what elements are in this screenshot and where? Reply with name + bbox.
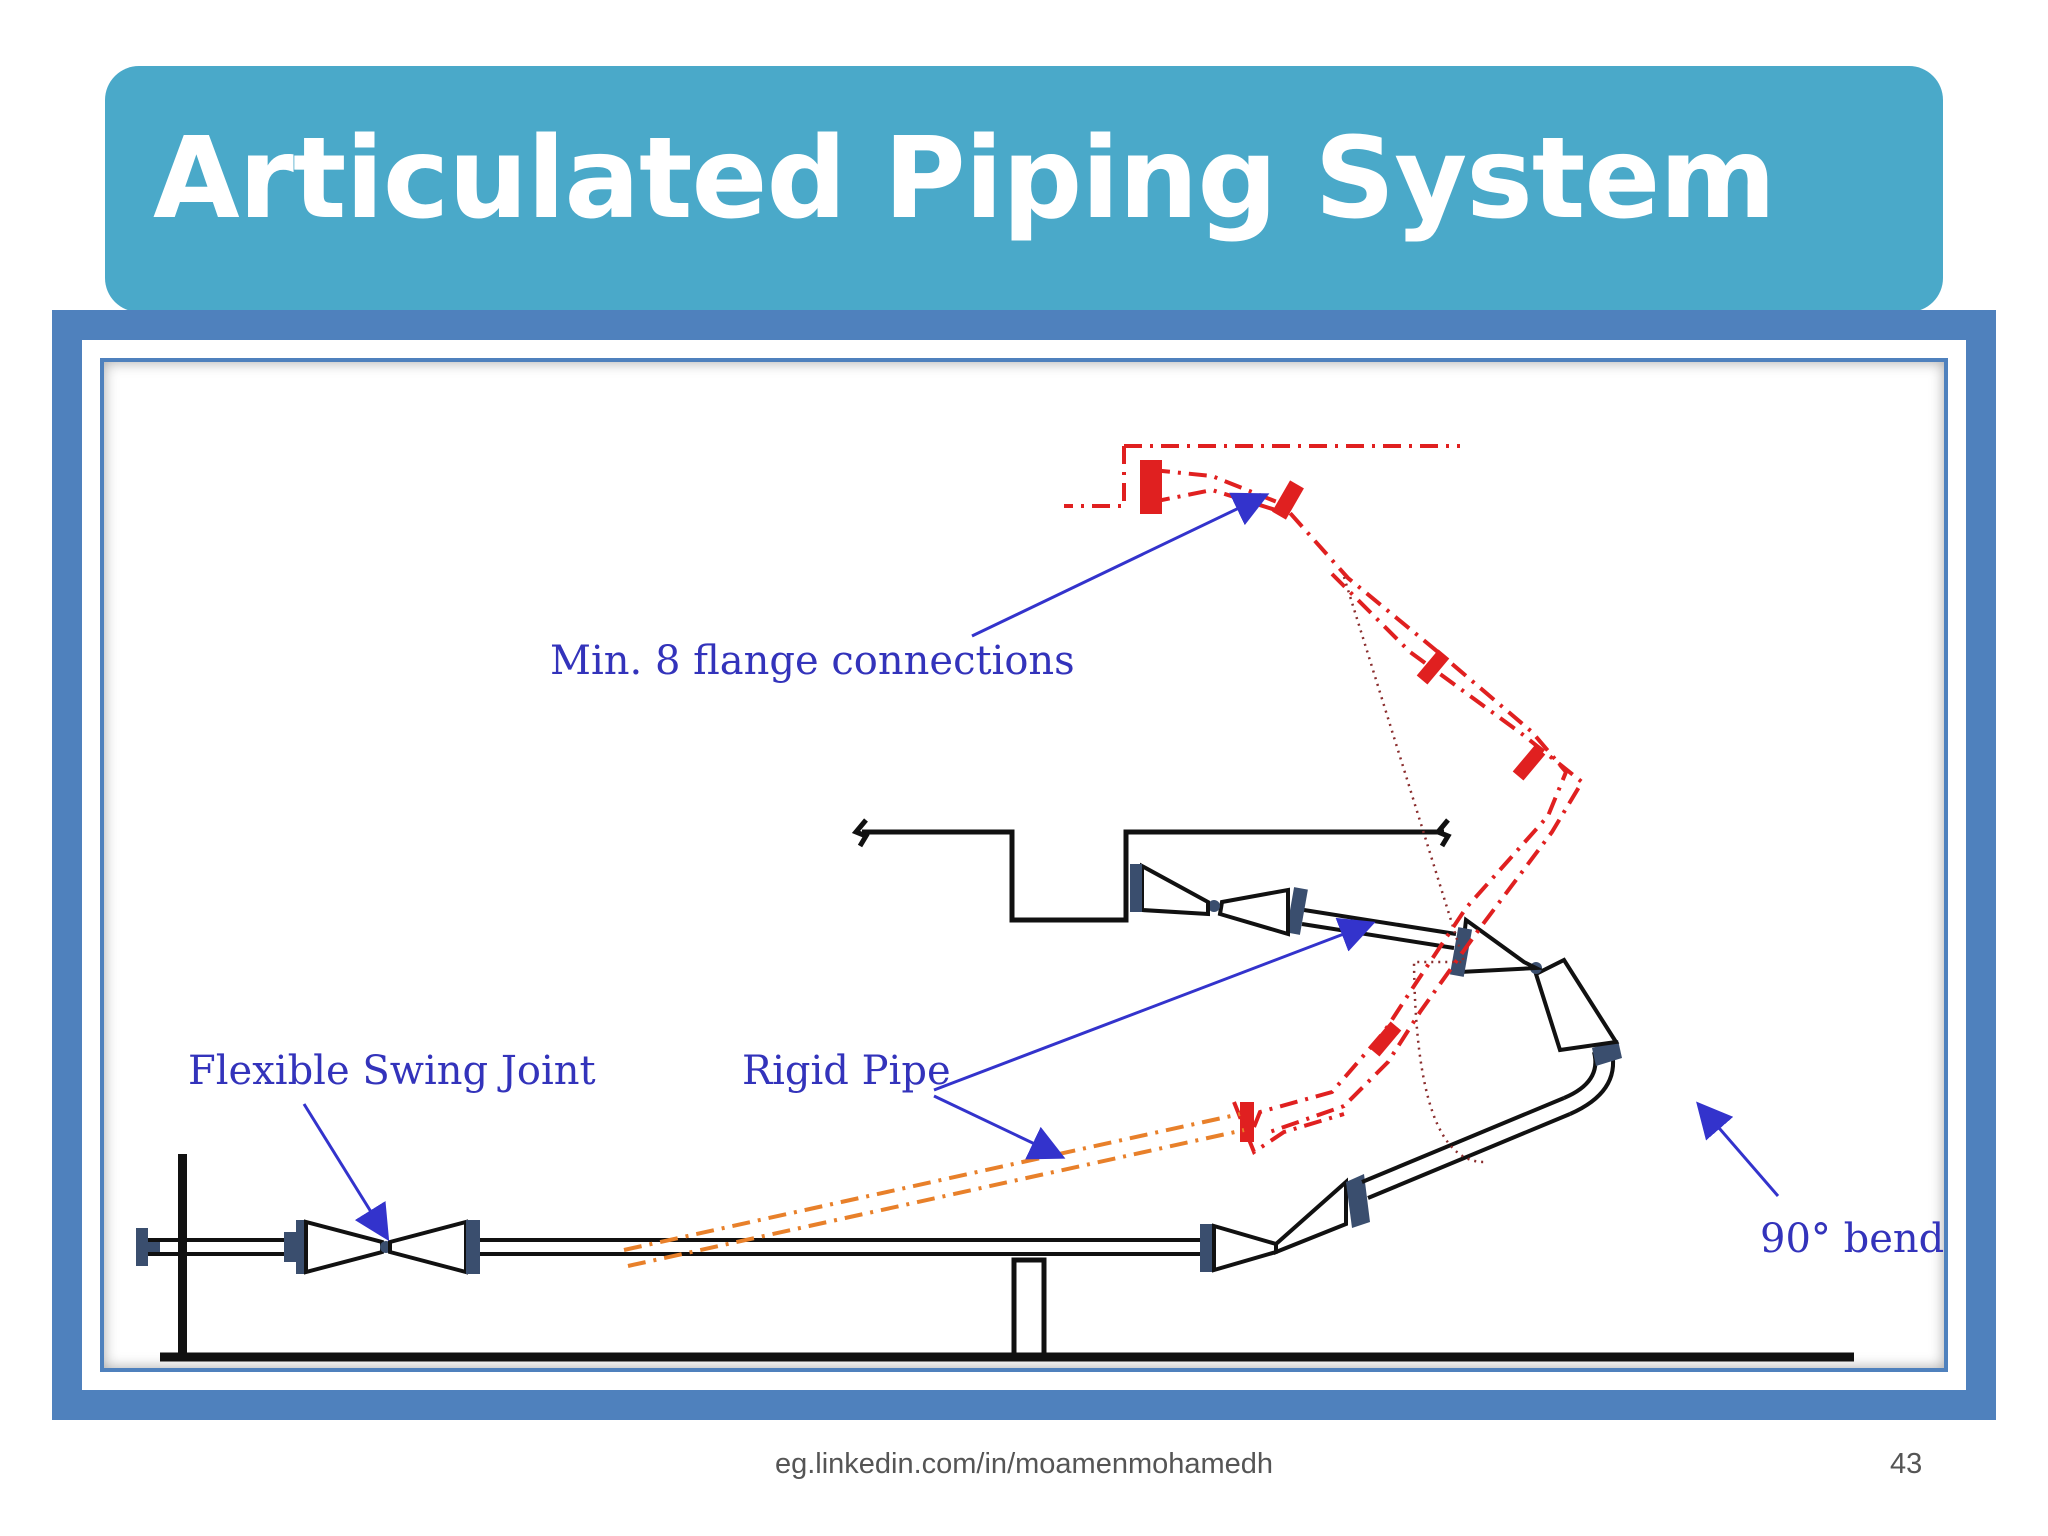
piping-diagram [136,444,1854,1362]
swing-joint-upper-right [1449,916,1622,1066]
label-swing-joint: Flexible Swing Joint [188,1048,596,1094]
arrow-rigid-pipe-2 [933,1094,1066,1160]
rigid-pipe-upper [1303,908,1457,936]
slide-title: Articulated Piping System [153,114,1776,244]
end-cap [136,1228,148,1266]
diagram-frame: Min. 8 flange connections Flexible Swing… [52,310,1996,1420]
bend-90 [1563,1051,1598,1100]
top-structure [862,829,1444,923]
label-rigid-pipe: Rigid Pipe [742,1048,951,1094]
rigid-pipe-diagonal [1361,1096,1565,1184]
pipe-support [1011,1257,1047,1360]
footer-link: eg.linkedin.com/in/moamenmohamedh [774,1448,1274,1480]
title-banner: Articulated Piping System [105,66,1943,312]
label-flange-connections: Min. 8 flange connections [550,638,1075,684]
swing-joint-upper-left [1130,862,1308,937]
arrow-rigid-pipe-1 [933,917,1376,1092]
displaced-flanges-red [1140,460,1546,1142]
swing-joint-left [296,1219,480,1275]
label-90-bend: 90° bend [1760,1216,1945,1262]
arrow-swing-joint [302,1103,390,1242]
swing-joint-bottom-right [1200,1174,1370,1273]
arrow-bend [1696,1101,1780,1197]
displaced-position-red [1064,444,1585,1156]
displaced-pipe-orange [623,1112,1245,1268]
page-number: 43 [1890,1448,1923,1480]
diagram-canvas: Min. 8 flange connections Flexible Swing… [104,362,1944,1368]
arrow-flange [971,492,1270,638]
swing-path-dotted [1342,576,1485,1164]
